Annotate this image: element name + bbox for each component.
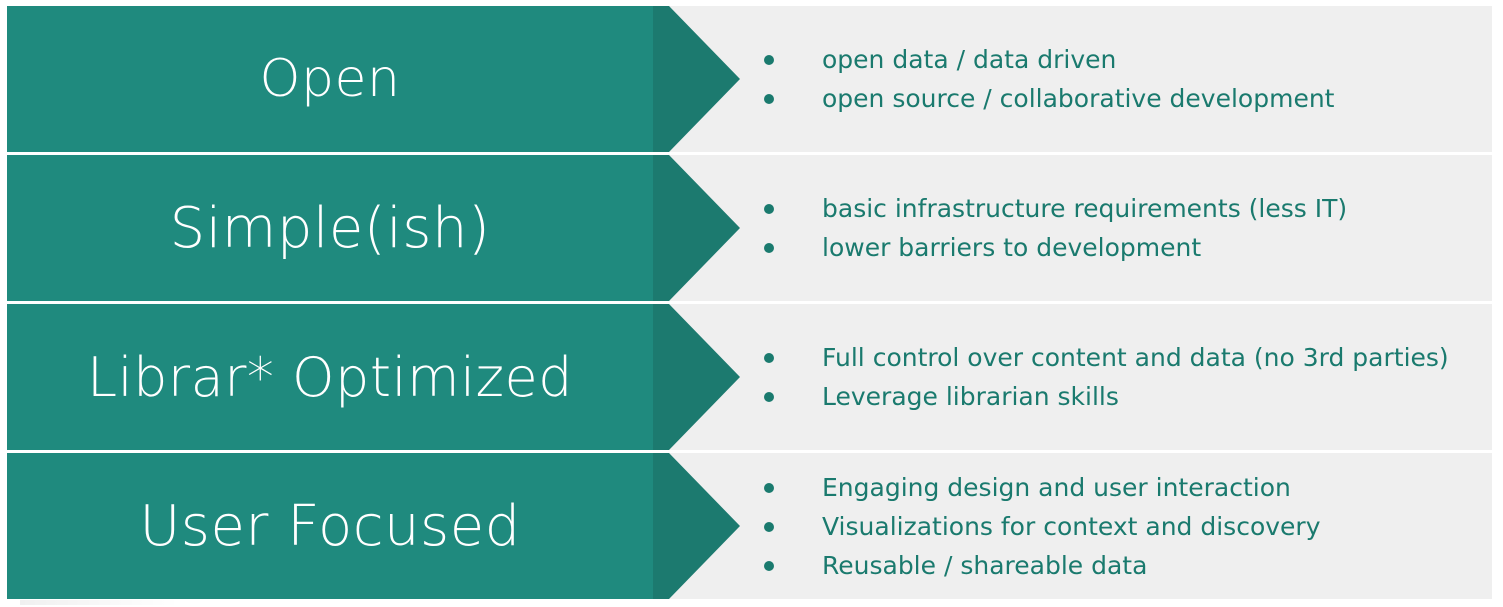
bullet-list: Full control over content and data (no 3… — [762, 304, 1449, 450]
principle-label: User Focused — [139, 493, 521, 559]
chevron-arrow-icon — [7, 6, 740, 152]
bullet-item: Full control over content and data (no 3… — [762, 338, 1449, 377]
bullet-item: Engaging design and user interaction — [762, 468, 1321, 507]
drop-shadow — [20, 600, 180, 605]
bullet-item: basic infrastructure requirements (less … — [762, 189, 1347, 228]
principle-row-open: Open open data / data driven open source… — [7, 6, 1492, 152]
bullet-list: basic infrastructure requirements (less … — [762, 155, 1347, 301]
bullet-list: open data / data driven open source / co… — [762, 6, 1334, 152]
bullet-item: open data / data driven — [762, 40, 1334, 79]
principle-label: Simple(ish) — [169, 195, 491, 261]
bullet-item: open source / collaborative development — [762, 79, 1334, 118]
principle-label: Librar* Optimized — [87, 345, 573, 409]
principle-row-user-focused: User Focused Engaging design and user in… — [7, 453, 1492, 599]
bullet-list: Engaging design and user interaction Vis… — [762, 453, 1321, 599]
chevron-arrow-icon — [7, 453, 740, 599]
principle-label: Open — [259, 49, 401, 109]
principle-row-optimized: Librar* Optimized Full control over cont… — [7, 304, 1492, 450]
bullet-item: Reusable / shareable data — [762, 546, 1321, 585]
chevron-arrow-icon — [7, 304, 740, 450]
principle-row-simple: Simple(ish) basic infrastructure require… — [7, 155, 1492, 301]
bullet-item: Leverage librarian skills — [762, 377, 1449, 416]
bullet-item: lower barriers to development — [762, 228, 1347, 267]
bullet-item: Visualizations for context and discovery — [762, 507, 1321, 546]
chevron-arrow-icon — [7, 155, 740, 301]
